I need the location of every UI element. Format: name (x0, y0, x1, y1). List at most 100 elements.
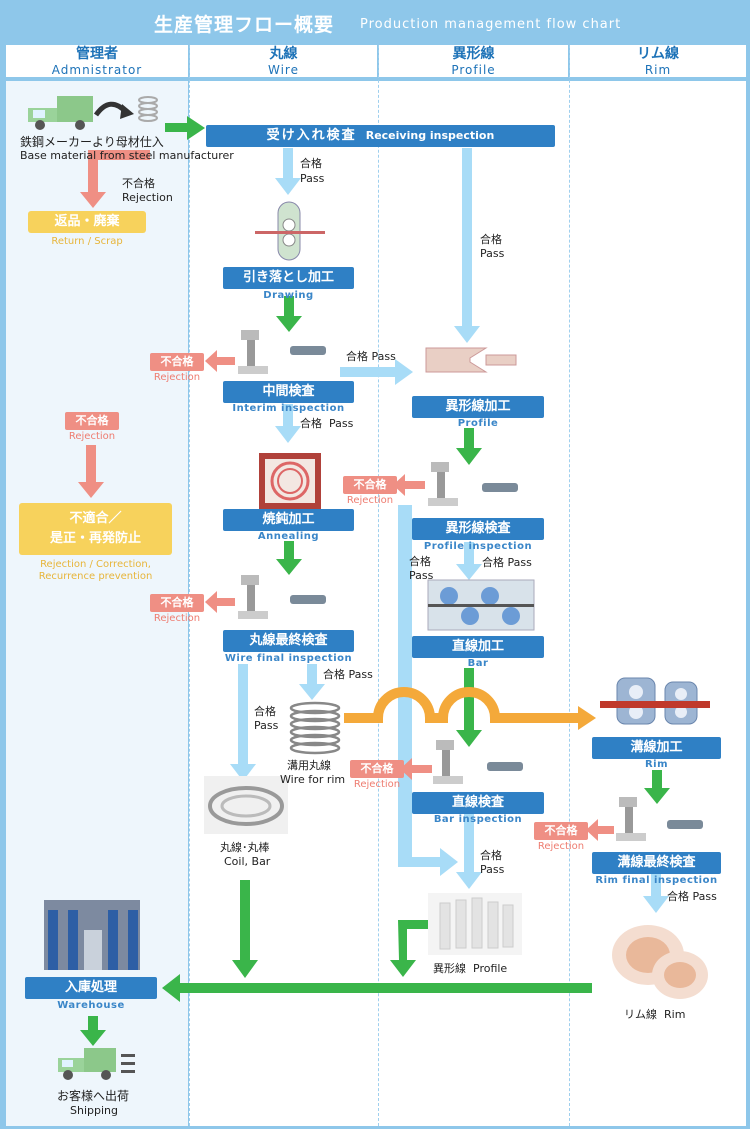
profile-rejection-en: Rejection (353, 779, 401, 790)
reject-arrow-head (205, 591, 217, 613)
pass-arrow-head (299, 684, 325, 700)
green-arrow-head (456, 448, 482, 465)
rim-wire-label-en: Wire for rim (280, 773, 346, 786)
pass-arrow (283, 148, 293, 178)
pass-arrow (464, 542, 474, 564)
green-arrow-head (276, 559, 302, 575)
pass-arrow (283, 404, 293, 426)
pass-arrow (464, 814, 474, 872)
pass-label: 合格 (480, 849, 502, 862)
pass-label: 合格 (254, 705, 276, 718)
microscope-icon (428, 462, 518, 506)
profile-bars-icon (428, 893, 522, 955)
warehouse-en: Warehouse (57, 1000, 125, 1011)
pass-arrow (307, 664, 317, 684)
pass-arrow-head (395, 359, 413, 385)
pass-label: 合格 Pass (667, 890, 717, 903)
wire-rejection-en: Rejection (153, 613, 201, 624)
pass-arrow-head (275, 426, 301, 443)
pass-arrow (340, 367, 395, 377)
bar-process-box: 直線加工 (412, 636, 544, 658)
pass-arrow (651, 874, 661, 896)
reject-arrow-head (400, 758, 412, 780)
warehouse-box: 入庫処理 (25, 977, 157, 999)
pass-label: 合格 (409, 555, 431, 568)
pass-label: 合格 (480, 233, 502, 246)
pass-label-en: Pass (300, 172, 325, 185)
column-divider (189, 45, 190, 1126)
shipping-truck-icon (58, 1048, 135, 1080)
rim-final-inspection-en: Rim final inspection (595, 875, 718, 886)
return-scrap-box: 返品・廃棄 (28, 211, 146, 233)
microscope-icon (433, 740, 523, 784)
nonconformity-box: 不適合／是正・再発防止 (19, 503, 172, 555)
profile-rejection-badge: 不合格 (350, 760, 404, 778)
rim-rejection-badge: 不合格 (534, 822, 588, 840)
wire-rejection-badge: 不合格 (150, 353, 204, 371)
reject-arrow (86, 445, 96, 483)
reject-arrow (88, 150, 150, 195)
coil-icon (138, 96, 158, 122)
green-arrow (398, 920, 430, 960)
rim-product-label: リム線 Rim (624, 1008, 686, 1021)
profile-product-label: 異形線 Profile (433, 962, 508, 975)
truck-icon (28, 96, 93, 130)
pass-arrow-head (456, 564, 482, 580)
rim-wire-label: 溝用丸線 (287, 759, 331, 772)
green-arrow (464, 668, 474, 730)
return-scrap-en: Return / Scrap (51, 236, 123, 247)
pass-label: 合格 Pass (346, 350, 396, 363)
green-arrow (284, 541, 294, 559)
spring-coil-icon (289, 701, 341, 755)
reject-arrow-head (205, 350, 217, 372)
green-arrow (88, 1016, 98, 1030)
pass-label-en: Pass (254, 719, 279, 732)
pass-label-en: Pass (409, 569, 434, 582)
rim-final-inspection-box: 溝線最終検査 (592, 852, 721, 874)
green-arrow (180, 983, 592, 993)
reject-arrow (217, 598, 235, 606)
pass-label: 合格 (300, 157, 322, 170)
green-arrow-head (276, 316, 302, 332)
green-arrow (464, 428, 474, 448)
pass-label-en: Pass (480, 247, 505, 260)
wire-rejection-badge: 不合格 (150, 594, 204, 612)
supply-label: 鉄鋼メーカーより母材仕入 (20, 135, 164, 149)
pass-arrow-head (230, 764, 256, 781)
microscope-icon (238, 575, 326, 619)
pass-arrow-head (275, 178, 301, 195)
admin-rejection-en: Rejection (68, 431, 116, 442)
reject-arrow-head (78, 482, 104, 498)
coil-bar-label-en: Coil, Bar (224, 855, 271, 868)
pass-label-en: Pass (480, 863, 505, 876)
bar-inspection-box: 直線検査 (412, 792, 544, 814)
profile-process-box: 異形線加工 (412, 396, 544, 418)
page-title-en: Production management flow chart (360, 17, 622, 32)
wire-final-inspection-en: Wire final inspection (224, 653, 353, 664)
straightening-roller-icon (427, 579, 535, 631)
shipping-label: お客様へ出荷 (57, 1089, 130, 1103)
bar-process-en: Bar (467, 658, 489, 669)
wire-rejection-en: Rejection (153, 372, 201, 383)
rim-wire-arrow-head (578, 706, 596, 730)
annealing-furnace-icon (259, 453, 321, 509)
interim-inspection-box: 中間検査 (223, 381, 354, 403)
pass-arrow (462, 148, 472, 326)
coil-product-icon (204, 776, 288, 834)
drawing-box: 引き落とし加工 (223, 267, 354, 289)
pass-label: 合格 Pass (482, 556, 532, 569)
green-arrow (652, 770, 662, 788)
profile-inspection-box: 異形線検査 (412, 518, 544, 540)
profile-rejection-badge: 不合格 (343, 476, 397, 494)
rim-rejection-en: Rejection (537, 841, 585, 852)
rejection-label-en: Rejection (122, 191, 173, 204)
green-arrow (240, 880, 250, 960)
green-arrow-head (456, 730, 482, 747)
reject-arrow (598, 826, 614, 834)
rim-process-en: Rim (644, 759, 669, 770)
annealing-en: Annealing (257, 531, 320, 542)
